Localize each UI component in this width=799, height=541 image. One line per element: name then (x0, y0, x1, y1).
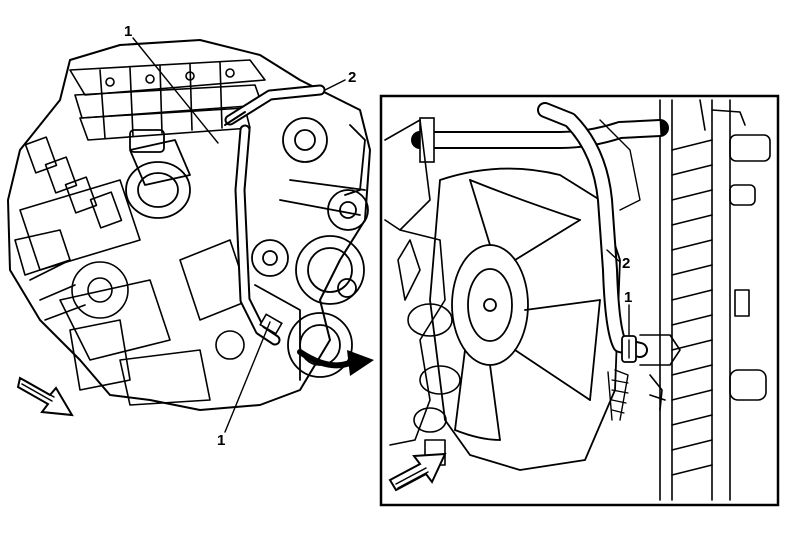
callout-1-top: 1 (124, 23, 132, 40)
accessory-pulleys (251, 117, 369, 381)
callout-1-detail: 1 (624, 289, 632, 306)
coolant-hose-overview (224, 84, 326, 346)
ignition-coils (14, 136, 141, 276)
direction-arrow-icon (16, 376, 74, 417)
detail-frame (379, 94, 780, 507)
callout-leaders-detail (606, 249, 630, 336)
radiator (659, 99, 771, 501)
intake-manifold (69, 59, 266, 141)
lower-engine-block (29, 239, 251, 406)
engine-overview: 1 2 1 (7, 23, 374, 449)
rotation-arrow-icon (297, 349, 374, 376)
direction-arrow-icon (388, 452, 447, 492)
callout-leaders-overview (132, 37, 346, 433)
callout-2-detail: 2 (622, 255, 630, 272)
coolant-hose-detail (537, 102, 681, 421)
callout-1-bottom: 1 (217, 432, 225, 449)
throttle-body (125, 129, 191, 219)
callout-2-overview: 2 (348, 69, 356, 86)
cooling-fan (429, 167, 621, 471)
detail-inset: 2 1 (379, 94, 780, 507)
